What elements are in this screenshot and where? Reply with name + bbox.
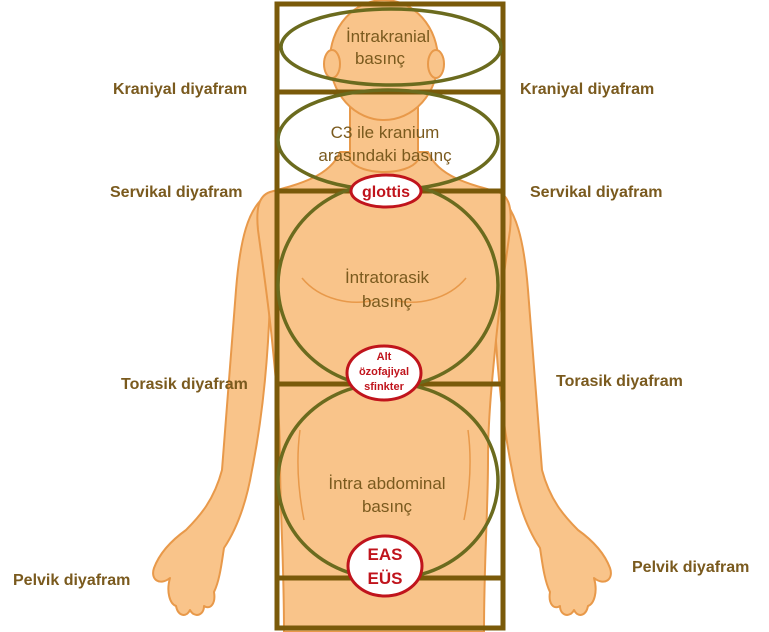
left-ear [324, 50, 340, 78]
pelvic-diaphragm-label-left: Pelvik diyafram [13, 572, 130, 589]
glottis-badge: glottis [351, 175, 421, 207]
intracranial-label-line1: İntrakranial [346, 27, 430, 46]
les-label-line3: sfinkter [364, 381, 404, 393]
les-label-line2: özofajiyal [359, 366, 409, 378]
intraabdominal-label-line1: İntra abdominal [328, 474, 445, 493]
thoracic-diaphragm-label-right: Torasik diyafram [556, 373, 683, 390]
les-badge: Alt özofajiyal sfinkter [347, 346, 421, 400]
intrathoracic-label-line2: basınç [362, 292, 413, 311]
intracranial-label-line2: basınç [355, 49, 406, 68]
eas-eus-badge: EAS EÜS [348, 536, 422, 596]
thoracic-diaphragm-label-left: Torasik diyafram [121, 376, 248, 393]
intrathoracic-label-line1: İntratorasik [345, 268, 430, 287]
glottis-label: glottis [362, 184, 410, 201]
cranial-diaphragm-label-left: Kraniyal diyafram [113, 81, 247, 98]
cranial-diaphragm-label-right: Kraniyal diyafram [520, 81, 654, 98]
c3-cranium-label-line1: C3 ile kranium [331, 123, 440, 142]
eus-label: EÜS [368, 569, 403, 588]
eas-label: EAS [368, 545, 403, 564]
cervical-diaphragm-label-right: Servikal diyafram [530, 184, 663, 201]
cervical-diaphragm-label-left: Servikal diyafram [110, 184, 243, 201]
c3-cranium-label-line2: arasındaki basınç [318, 146, 452, 165]
right-arm [494, 196, 611, 615]
right-ear [428, 50, 444, 78]
intraabdominal-label-line2: basınç [362, 497, 413, 516]
les-label-line1: Alt [377, 351, 392, 363]
pelvic-diaphragm-label-right: Pelvik diyafram [632, 559, 749, 576]
left-arm [153, 196, 270, 615]
